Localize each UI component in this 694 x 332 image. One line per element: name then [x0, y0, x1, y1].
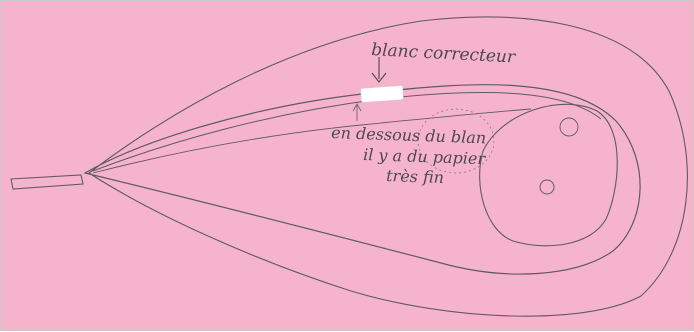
small-circle-lower: [540, 180, 554, 194]
note-line-3: très fin: [386, 166, 444, 187]
left-stem: [11, 175, 83, 189]
small-circle-upper: [560, 118, 578, 136]
correction-tape: [361, 86, 404, 103]
inner-chamber: [480, 104, 618, 245]
label-blanc-correcteur: blanc correcteur: [371, 40, 517, 68]
note-line-1: en dessous du blan: [331, 123, 487, 147]
note-line-2: il y a du papier: [363, 145, 487, 168]
